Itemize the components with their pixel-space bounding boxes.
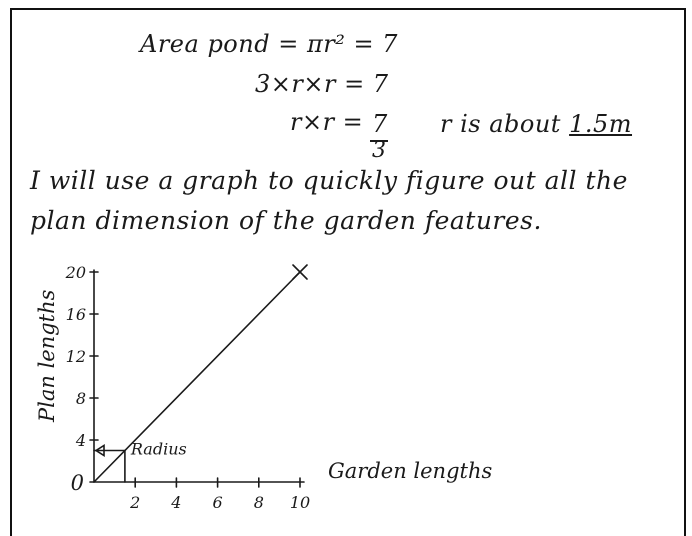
end-marker-stroke-2 — [292, 264, 308, 280]
data-line — [93, 271, 301, 483]
y-axis-label: Plan lengths — [35, 289, 59, 423]
x-tick-label: 4 — [170, 493, 181, 512]
area-equation: Area pond = πr² = 7 — [140, 30, 398, 58]
x-tick-label: 8 — [254, 493, 264, 512]
y-tick-label: 20 — [65, 263, 86, 282]
origin-label: 0 — [71, 471, 84, 495]
x-axis-label: Garden lengths — [328, 459, 492, 483]
x-tick-label: 2 — [129, 493, 140, 512]
radius-label: Radius — [130, 440, 187, 459]
y-tick-label: 8 — [76, 389, 86, 408]
paragraph-line-2: plan dimension of the garden features. — [30, 206, 542, 235]
radius-estimate-text: r is about — [440, 110, 570, 138]
page-frame — [10, 8, 686, 536]
radius-arrowhead — [94, 444, 105, 457]
x-tick-label: 6 — [213, 493, 223, 512]
radius-value: 1.5m — [569, 110, 633, 138]
x-tick-label: 10 — [290, 493, 310, 512]
y-tick-label: 16 — [66, 305, 86, 324]
multiplication-equation: 3×r×r = 7 — [255, 70, 389, 98]
y-tick-label: 12 — [66, 347, 86, 366]
fraction-bar — [370, 140, 388, 142]
rxr-equation: r×r = — [290, 108, 364, 136]
paragraph-line-1: I will use a graph to quickly figure out… — [30, 166, 628, 195]
radius-estimate: r is about 1.5m — [440, 110, 632, 138]
y-tick-label: 4 — [75, 431, 86, 450]
fraction-denominator: 3 — [372, 138, 386, 163]
fraction-numerator: 7 — [372, 110, 388, 138]
